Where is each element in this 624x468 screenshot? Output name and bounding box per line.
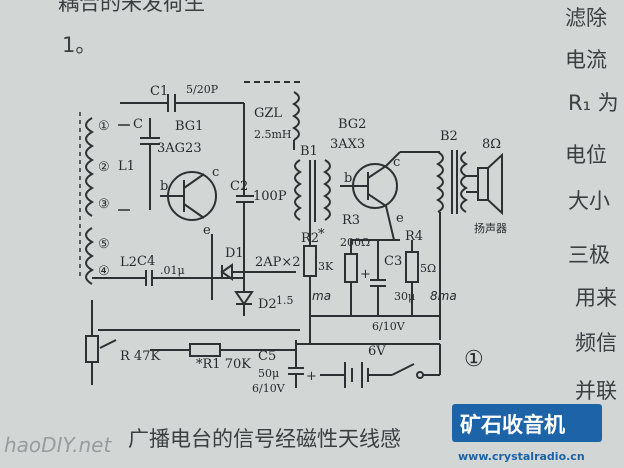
BG2-base: b — [344, 171, 352, 186]
diode-D1: D1 2AP×2 — [211, 234, 301, 300]
R4-label: R4 — [405, 229, 423, 244]
figure-marker: ① — [464, 347, 484, 372]
right-line: 电流 — [565, 48, 607, 72]
R2-value: 3K — [318, 260, 334, 273]
L1-label: L1 — [118, 159, 135, 174]
C2-value: 100P — [253, 189, 287, 204]
C3-plus: + — [360, 267, 371, 282]
battery-voltage: 6V — [368, 344, 386, 359]
capacitor-C2: C2 100P — [230, 103, 287, 278]
GZL-value: 2.5mH — [254, 128, 292, 141]
BG2-emitter: e — [396, 211, 404, 226]
resistor-R3: R3 200Ω — [340, 213, 400, 316]
right-column-text: 滤除 电流 R₁ 为 电位 大小 三极 用来 频信 并联 — [565, 6, 619, 403]
D2-value: 1.5 — [276, 294, 294, 307]
antenna-coil: ① ② ③ ⑤ ④ L1 L2 — [79, 112, 137, 285]
C2-label: C2 — [230, 179, 248, 194]
R-label: R 47K — [120, 349, 160, 364]
tap-3: ③ — [98, 197, 110, 212]
right-line: 频信 — [575, 331, 617, 355]
top-left-heading: 耦合的未发荷生 — [58, 0, 205, 15]
C-label: C — [133, 117, 143, 132]
capacitor-C: C — [133, 117, 160, 210]
watermark-right: 矿石收音机 www.crystalradio.cn — [452, 404, 602, 463]
C3-value: 30μ — [394, 290, 415, 303]
capacitor-C5: C5 50μ 6/10V + — [252, 340, 317, 395]
BG1-emitter: e — [203, 223, 211, 238]
BG2-model: 3AX3 — [330, 137, 365, 152]
resistor-R4: R4 5Ω — [405, 229, 436, 316]
watermark-right-url: www.crystalradio.cn — [458, 450, 585, 463]
R1-label: *R1 70K — [196, 357, 251, 372]
C4-value: .01μ — [160, 264, 185, 277]
speaker: 8Ω 扬声器 — [466, 137, 507, 235]
GZL-label: GZL — [254, 106, 282, 121]
right-line: 用来 — [575, 286, 617, 310]
C1-label: C1 — [150, 84, 168, 99]
tap-5: ⑤ — [98, 237, 110, 252]
diode-D2: D2 1.5 — [234, 278, 294, 316]
BG1-collector: c — [212, 165, 219, 180]
transformer-B1: B1 — [294, 144, 331, 222]
capacitor-C4: C4 .01μ — [92, 254, 244, 286]
L2-label: L2 — [120, 255, 137, 270]
C3-label: C3 — [384, 254, 402, 269]
D1-label: D1 — [225, 246, 244, 261]
R3-label: R3 — [342, 213, 360, 228]
BG2-collector: c — [393, 155, 400, 170]
resistor-R1: *R1 70K — [150, 343, 296, 372]
right-line: 电位 — [565, 143, 607, 167]
battery-and-switch: 6V — [296, 343, 441, 388]
capacitor-C3: C3 30μ + — [360, 240, 415, 316]
R4-value: 5Ω — [420, 262, 436, 275]
C1-value: 5/20P — [186, 83, 219, 96]
transistor-BG2: BG2 3AX3 b c e — [330, 117, 440, 241]
step-number: 1。 — [62, 33, 96, 57]
speaker-ohm: 8Ω — [482, 137, 501, 152]
C3-rating: 6/10V — [372, 320, 406, 333]
C5-plus: + — [306, 369, 317, 384]
D2-label: D2 — [258, 297, 277, 312]
BG1-base: b — [160, 179, 168, 194]
choke-GZL: GZL 2.5mH — [244, 81, 300, 150]
transistor-BG1: BG1 3AG23 b c e — [157, 119, 219, 238]
BG1-label: BG1 — [175, 119, 203, 134]
capacitor-C1: C1 5/20P — [120, 83, 244, 112]
BG2-label: BG2 — [338, 117, 366, 132]
watermark-right-title: 矿石收音机 — [460, 413, 565, 437]
current-8ma: 8ma — [430, 289, 457, 303]
right-line: R₁ 为 — [568, 91, 619, 115]
diode-model: 2AP×2 — [255, 255, 301, 270]
tap-4: ④ — [98, 264, 110, 279]
transformer-B2: B2 — [436, 129, 468, 340]
right-line: 并联 — [575, 379, 617, 403]
BG1-model: 3AG23 — [157, 141, 202, 156]
R2-star: * — [318, 227, 325, 242]
potentiometer-R: R 47K — [85, 300, 300, 385]
tap-1: ① — [98, 119, 110, 134]
speaker-label: 扬声器 — [474, 221, 507, 235]
right-line: 三极 — [568, 243, 610, 267]
resistor-R2: R2 3K * ma — [301, 222, 334, 344]
B2-label: B2 — [440, 129, 458, 144]
R3-value: 200Ω — [340, 236, 370, 249]
C5-value: 50μ — [258, 367, 279, 380]
tap-2: ② — [98, 160, 110, 175]
C5-rating: 6/10V — [252, 382, 286, 395]
watermark-left: haoDIY.net — [4, 433, 112, 457]
R2-current: ma — [312, 289, 331, 303]
right-line: 滤除 — [565, 6, 607, 30]
right-line: 大小 — [568, 189, 610, 213]
C5-label: C5 — [258, 349, 276, 364]
B1-label: B1 — [300, 144, 318, 159]
bottom-caption: 广播电台的信号经磁性天线感 — [128, 427, 401, 451]
C4-label: C4 — [137, 254, 155, 269]
R2-label: R2 — [301, 231, 319, 246]
